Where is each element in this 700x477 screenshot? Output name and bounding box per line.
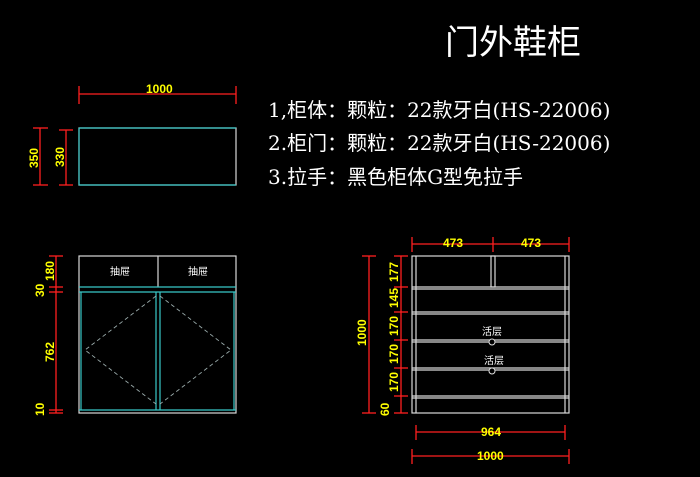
dim-front-gap: 30	[33, 283, 47, 297]
drawer-label-right: 抽屉	[188, 265, 208, 278]
top-view: 1000 350 330	[27, 82, 237, 186]
dim-total-height: 1000	[355, 319, 369, 346]
dim-seg-145: 145	[387, 288, 401, 308]
dim-seg-177: 177	[387, 262, 401, 282]
dim-inner-width: 964	[481, 425, 501, 439]
dim-top-width-left: 473	[443, 236, 463, 250]
left-door-swing	[84, 295, 157, 405]
dim-seg-170-c: 170	[387, 372, 401, 392]
shelf-pin-icon-1	[488, 338, 496, 346]
front-view: 抽屉 抽屉 180 30 762 10	[33, 255, 237, 416]
dim-top-depth-outer: 350	[27, 148, 41, 168]
adjustable-shelf-label-1: 活层	[482, 326, 502, 338]
drawing-title: 门外鞋柜	[445, 23, 581, 63]
spec-line-3: 3.拉手：黑色柜体G型免拉手	[268, 165, 523, 189]
top-view-outline	[78, 127, 237, 186]
dim-seg-170-b: 170	[387, 344, 401, 364]
adjustable-shelf-label-2: 活层	[484, 355, 504, 367]
spec-line-1: 1,柜体：颗粒：22款牙白(HS-22006)	[268, 98, 610, 122]
dim-front-door: 762	[43, 342, 57, 362]
dim-seg-170-a: 170	[387, 316, 401, 336]
interior-view: 活层 活层 473 473 1000 177 145 170 170 170 6…	[355, 236, 570, 464]
spec-line-2: 2.柜门：颗粒：22款牙白(HS-22006)	[268, 131, 610, 155]
dim-front-base: 10	[33, 402, 47, 416]
dim-seg-60: 60	[378, 402, 392, 416]
dim-front-drawer: 180	[43, 261, 57, 281]
dim-top-width: 1000	[146, 82, 173, 96]
dim-top-depth-inner: 330	[53, 147, 67, 167]
right-door-swing	[159, 295, 232, 405]
dim-top-width-right: 473	[521, 236, 541, 250]
drawer-label-left: 抽屉	[110, 265, 130, 278]
shelf-pin-icon-2	[488, 367, 496, 375]
dim-outer-width: 1000	[477, 449, 504, 463]
